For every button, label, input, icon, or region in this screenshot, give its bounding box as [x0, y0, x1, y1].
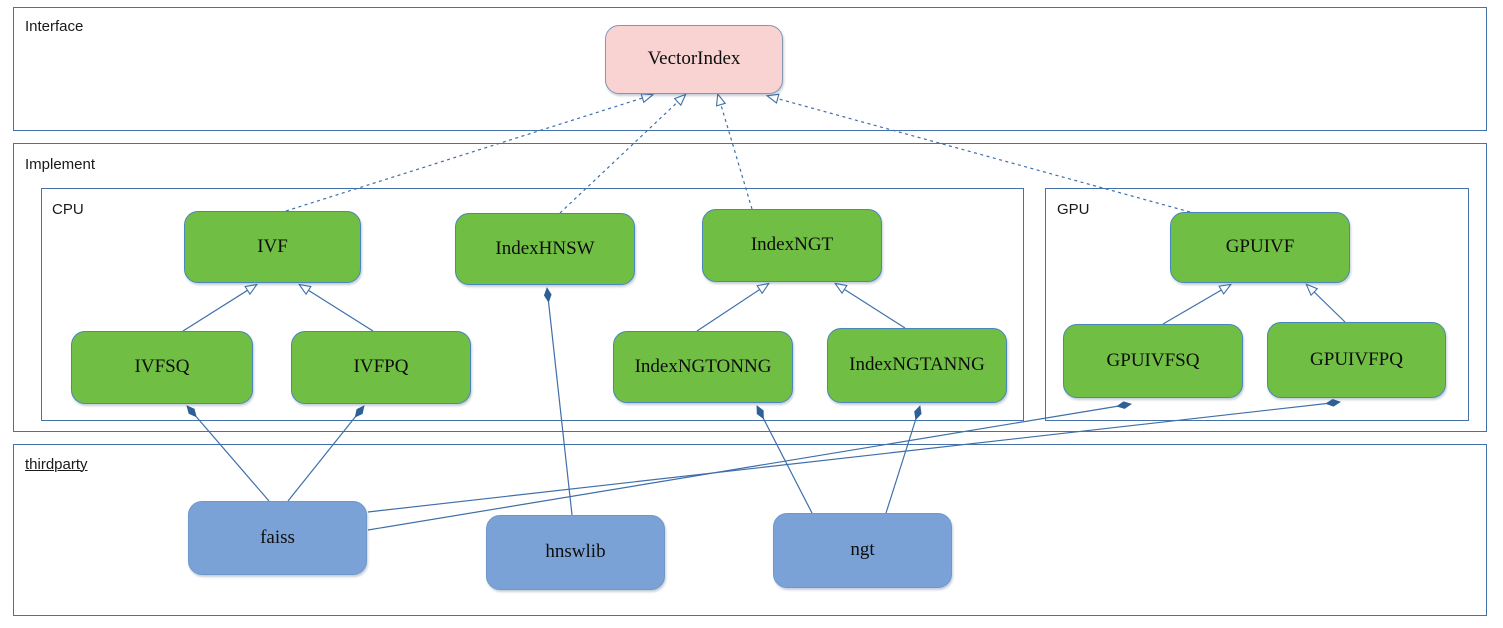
node-indexngt[interactable]: IndexNGT	[702, 209, 882, 282]
node-vectorindex[interactable]: VectorIndex	[605, 25, 783, 94]
node-gpuivfpq[interactable]: GPUIVFPQ	[1267, 322, 1446, 398]
node-indexngtonng[interactable]: IndexNGTONNG	[613, 331, 793, 403]
package-label-interface: Interface	[25, 18, 84, 35]
package-label-gpu: GPU	[1057, 201, 1090, 218]
node-ivf[interactable]: IVF	[184, 211, 361, 283]
node-ngt[interactable]: ngt	[773, 513, 952, 588]
node-faiss[interactable]: faiss	[188, 501, 367, 575]
package-label-cpu: CPU	[52, 201, 84, 218]
node-ivfsq[interactable]: IVFSQ	[71, 331, 253, 404]
spellcheck-underline	[25, 474, 103, 478]
node-ivfpq[interactable]: IVFPQ	[291, 331, 471, 404]
node-gpuivfsq[interactable]: GPUIVFSQ	[1063, 324, 1243, 398]
node-indexngtanng[interactable]: IndexNGTANNG	[827, 328, 1007, 403]
node-hnswlib[interactable]: hnswlib	[486, 515, 665, 590]
package-label-implement: Implement	[25, 156, 96, 173]
node-indexhnsw[interactable]: IndexHNSW	[455, 213, 635, 285]
package-label-thirdparty: thirdparty	[25, 456, 88, 473]
node-gpuivf[interactable]: GPUIVF	[1170, 212, 1350, 283]
